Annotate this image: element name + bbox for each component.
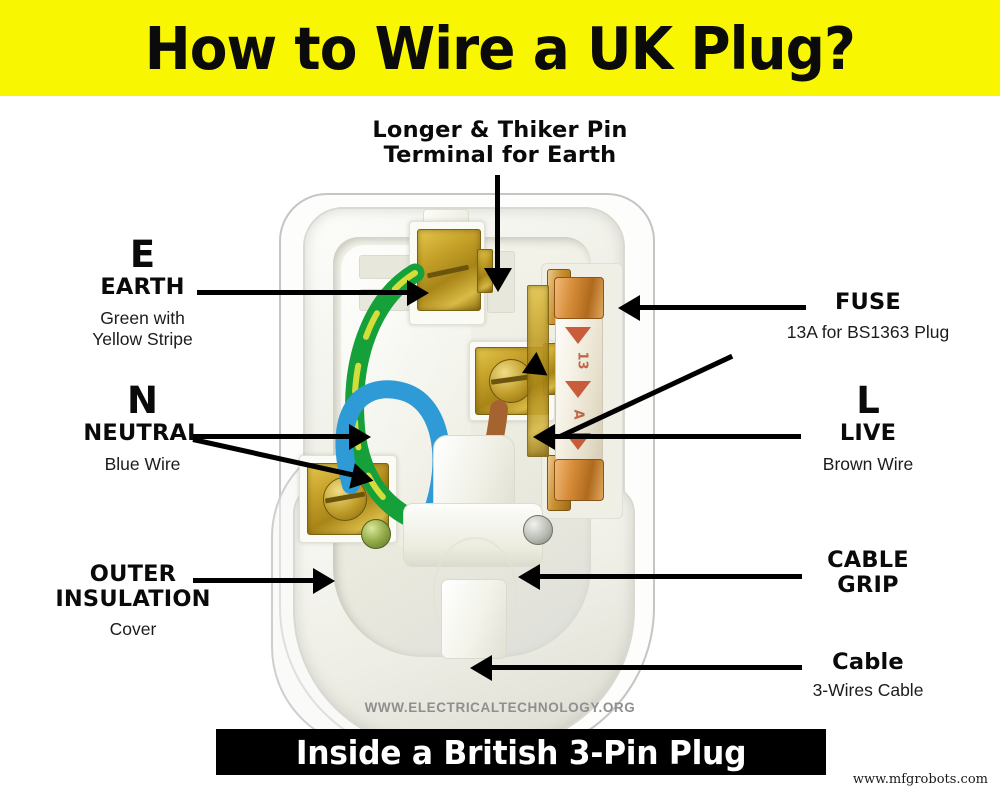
leader-live-lower (555, 434, 801, 439)
callout-neutral-detail-1: Blue Wire (104, 454, 181, 475)
arrowhead-cable (470, 655, 492, 681)
callout-earth-title: EARTH (100, 274, 185, 300)
cable-grip-screw-right (523, 515, 553, 545)
callout-earth-symbol: E (129, 233, 156, 276)
callout-earth-terminal-line1: Longer & Thiker Pin (372, 117, 628, 143)
fuse-contact-strip (527, 285, 549, 457)
leader-fuse (640, 305, 806, 310)
cable-grip-screw-left (361, 519, 391, 549)
callout-live-detail-1: Brown Wire (822, 454, 914, 475)
arrowhead-live-lower (533, 424, 555, 450)
callout-earth-terminal: Longer & Thiker Pin Terminal for Earth (350, 117, 650, 169)
bottom-caption-text: Inside a British 3-Pin Plug (295, 732, 747, 772)
fuse-marking-2 (565, 381, 591, 398)
callout-live-symbol: L (856, 379, 880, 422)
callout-outer-insulation-detail-1: Cover (109, 619, 157, 640)
leader-outer-insulation (193, 578, 315, 583)
callout-earth: E EARTH Green with Yellow Stripe (35, 236, 250, 350)
callout-fuse: FUSE 13A for BS1363 Plug (752, 289, 984, 343)
callout-cable-grip: CABLE GRIP (760, 547, 976, 599)
fuse-end-cap-bottom (554, 459, 604, 501)
arrowhead-outer-insulation (313, 568, 335, 594)
arrowhead-earth (407, 280, 429, 306)
plug-illustration: 13 A (255, 185, 755, 757)
arrowhead-neutral-upper (349, 424, 371, 450)
callout-cable-title: Cable (832, 649, 904, 675)
callout-cable-grip-title-2: GRIP (837, 572, 899, 599)
callout-fuse-detail-1: 13A for BS1363 Plug (786, 322, 950, 343)
callout-neutral-symbol: N (127, 379, 158, 422)
leader-cable (492, 665, 802, 670)
callout-cable-grip-title-1: CABLE (827, 547, 909, 573)
cable-entry-stub (441, 579, 507, 659)
arrowhead-fuse (618, 295, 640, 321)
callout-fuse-title: FUSE (834, 289, 901, 315)
fuse-end-cap-top (554, 277, 604, 319)
leader-earth-terminal (495, 175, 500, 271)
callout-cable: Cable 3-Wires Cable (760, 649, 976, 701)
callout-earth-detail-2: Yellow Stripe (92, 329, 193, 350)
callout-cable-detail-1: 3-Wires Cable (812, 680, 924, 701)
callout-neutral-title: NEUTRAL (83, 420, 202, 446)
bottom-caption-banner: Inside a British 3-Pin Plug (216, 729, 826, 775)
callout-live: L LIVE Brown Wire (752, 382, 984, 475)
arrowhead-cable-grip (518, 564, 540, 590)
leader-earth (197, 290, 409, 295)
leader-neutral-upper (193, 434, 351, 439)
site-watermark: WWW.ELECTRICALTECHNOLOGY.ORG (364, 700, 636, 715)
callout-earth-detail-1: Green with (100, 308, 185, 329)
callout-neutral: N NEUTRAL Blue Wire (35, 382, 250, 475)
callout-outer-insulation-title-1: OUTER (89, 561, 177, 587)
page-title: How to Wire a UK Plug? (144, 13, 856, 83)
arrowhead-earth-terminal (484, 268, 512, 292)
callout-earth-terminal-line2: Terminal for Earth (383, 142, 617, 169)
fuse-marking-1 (565, 327, 591, 344)
callout-outer-insulation-title-2: INSULATION (55, 586, 211, 613)
callout-outer-insulation: OUTER INSULATION Cover (20, 561, 246, 640)
title-banner: How to Wire a UK Plug? (0, 0, 1000, 96)
site-credit: www.mfgrobots.com (852, 772, 988, 787)
callout-live-title: LIVE (839, 420, 897, 446)
leader-cable-grip (540, 574, 802, 579)
